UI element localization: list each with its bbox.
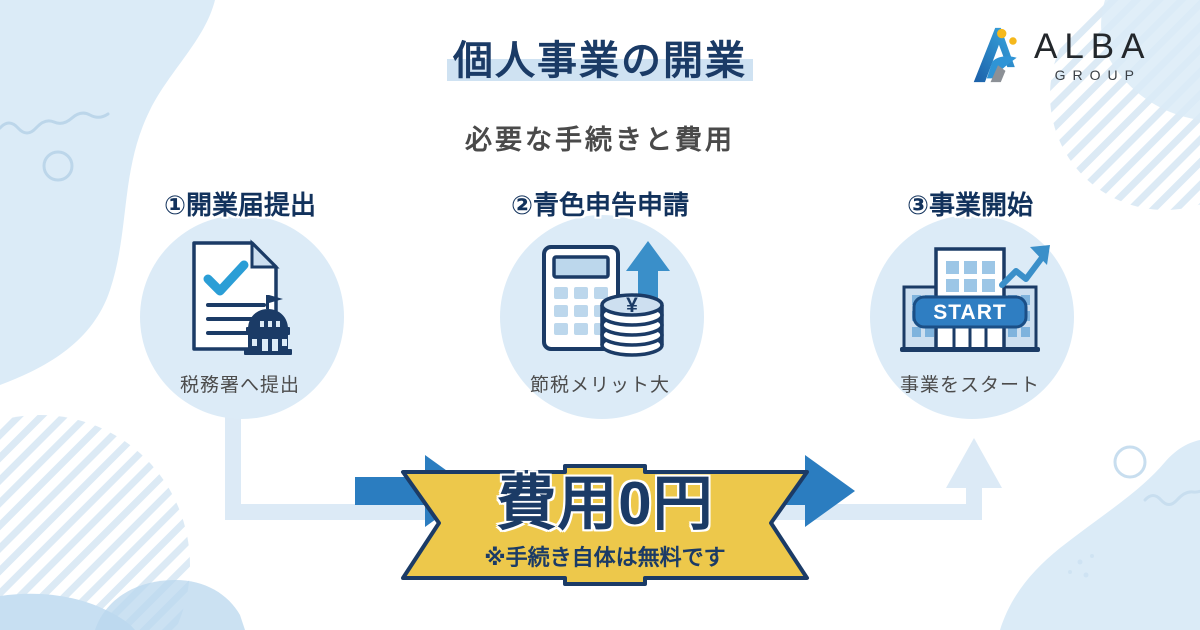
calculator-yen-coins-up-arrow-icon: ¥ <box>542 241 670 357</box>
blob-bottom-left <box>0 593 135 630</box>
step-3-caption: 事業をスタート <box>899 375 1040 396</box>
ribbon-main-text: 費用0円 <box>496 470 714 537</box>
step-1[interactable]: ①開業届提出 <box>120 185 360 430</box>
step-2-title: ②青色申告申請 <box>510 190 689 220</box>
ribbon-sub-text: ※手続き自体は無料です <box>484 545 726 570</box>
page-title: 個人事業の開業 <box>453 39 747 83</box>
step-3-title: ③事業開始 <box>906 190 1033 220</box>
svg-text:¥: ¥ <box>626 294 638 317</box>
steps-row: ①開業届提出 <box>0 185 1200 527</box>
alba-group-logo: ALBA GROUP <box>970 20 1160 90</box>
svg-text:START: START <box>933 301 1006 324</box>
page-title-wrap: 個人事業の開業 <box>0 38 1200 85</box>
step-1-caption: 税務署へ提出 <box>179 375 300 396</box>
header: 個人事業の開業 必要な手続きと費用 ALBA GROUP <box>0 0 1200 175</box>
blob-bottom-left-2 <box>95 580 245 630</box>
logo-wordmark: ALBA <box>1034 26 1152 66</box>
page-subtitle: 必要な手続きと費用 <box>465 125 735 155</box>
document-check-government-icon <box>192 239 292 355</box>
striped-circle-bottom-left <box>0 415 190 630</box>
alba-a-mark-icon <box>973 27 1017 83</box>
cost-ribbon: 費用0円 ※手続き自体は無料です <box>395 460 815 590</box>
building-start-growth-arrow-icon: START <box>900 245 1050 352</box>
step-3[interactable]: ③事業開始 <box>850 185 1090 430</box>
logo-tagline: GROUP <box>1054 66 1141 83</box>
title-highlight-bar <box>447 59 753 82</box>
circle-outline-bottom-right <box>1113 445 1147 479</box>
squiggle-bottom-right <box>1143 489 1200 506</box>
ribbon-text-block: 費用0円 ※手続き自体は無料です <box>395 474 815 572</box>
step-2[interactable]: ②青色申告申請 <box>480 185 720 430</box>
blob-bottom-right <box>1000 440 1200 630</box>
step-2-caption: 節税メリット大 <box>529 375 670 396</box>
sparkle-bottom-right <box>1068 554 1094 578</box>
step-1-title: ①開業届提出 <box>163 190 316 220</box>
